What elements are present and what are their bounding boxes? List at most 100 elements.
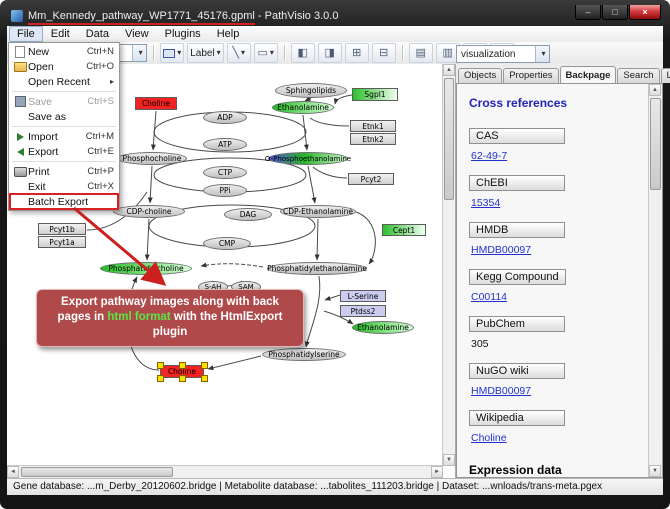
horizontal-scroll-thumb[interactable] (21, 467, 173, 477)
crossref-header: Kegg Compound (469, 269, 566, 285)
align-left-button[interactable]: ⊞ (344, 43, 369, 63)
scroll-down-icon[interactable]: ▼ (443, 454, 455, 466)
pathway-node-phosphocholine[interactable]: Phosphocholine (117, 152, 187, 165)
align-right-icon: ⊟ (379, 46, 389, 59)
pathway-node-o-phosphoethanolamine[interactable]: O-Phosphoethanolamine (265, 152, 351, 165)
selection-handle[interactable] (201, 362, 208, 369)
pathway-node-pcyt1a[interactable]: Pcyt1a (38, 236, 86, 248)
pathway-node-cmp[interactable]: CMP (203, 237, 251, 250)
pathway-node-phosphatidylserine[interactable]: Phosphatidylserine (262, 348, 346, 361)
crossref-link[interactable]: 62-49-7 (471, 150, 508, 162)
crossref-header: CAS (469, 128, 565, 144)
scroll-up-icon[interactable]: ▲ (649, 84, 661, 96)
tab-objects[interactable]: Objects (458, 68, 503, 83)
scroll-right-icon[interactable]: ► (431, 466, 443, 478)
selection-handle[interactable] (201, 375, 208, 382)
pathway-node-cept1[interactable]: Cept1 (382, 224, 426, 236)
pathway-node-pcyt2[interactable]: Pcyt2 (348, 173, 394, 185)
menu-data[interactable]: Data (85, 28, 109, 40)
distribute-horizontal-button[interactable]: ▤ (408, 43, 433, 63)
tab-search[interactable]: Search (617, 68, 660, 83)
pathway-node-l-serine[interactable]: L-Serine (340, 290, 386, 302)
align-vertical-center-button[interactable]: ◨ (317, 43, 342, 63)
title-bar[interactable]: Mm_Kennedy_pathway_WP1771_45176.gpml - P… (7, 5, 663, 26)
scroll-up-icon[interactable]: ▲ (443, 64, 455, 76)
canvas-horizontal-scrollbar[interactable]: ◄ ► (7, 465, 443, 478)
menu-item-export[interactable]: Export Ctrl+E (10, 144, 118, 159)
pathway-node-ppi[interactable]: PPi (203, 184, 247, 197)
visualization-value: visualization (461, 48, 516, 60)
pathway-node-ethanolamine[interactable]: Ethanolamine (272, 101, 334, 114)
menu-item-batch-export[interactable]: Batch Export (9, 193, 119, 210)
align-right-button[interactable]: ⊟ (371, 43, 396, 63)
crossref-link[interactable]: 15354 (471, 197, 501, 209)
pathway-node-sphingolipids[interactable]: Sphingolipids (275, 83, 347, 98)
menu-file[interactable]: File (9, 26, 43, 42)
align-horizontal-center-button[interactable]: ◧ (290, 43, 315, 63)
menu-item-import[interactable]: Import Ctrl+M (10, 129, 118, 144)
menu-plugins[interactable]: Plugins (164, 28, 201, 40)
pathway-node-ethanolamine-2[interactable]: Ethanolamine (352, 321, 414, 334)
crossref-link[interactable]: C00114 (471, 291, 508, 303)
selection-handle[interactable] (179, 362, 186, 369)
toolbar-separator (283, 45, 285, 61)
visualization-combobox[interactable]: visualization ▾ (456, 45, 550, 63)
export-icon (16, 147, 24, 156)
tab-legend[interactable]: Legend (660, 68, 670, 83)
crossref-link[interactable]: HMDB00097 (471, 385, 532, 397)
menu-item-open[interactable]: Open Ctrl+O (10, 59, 118, 74)
selection-handle[interactable] (157, 375, 164, 382)
line-tool-button[interactable]: ╲▾ (226, 43, 251, 63)
close-button[interactable]: × (629, 5, 661, 20)
pathway-node-etnk1[interactable]: Etnk1 (350, 120, 396, 132)
shape-tool-button[interactable]: ▭▾ (253, 43, 278, 63)
menu-item-save-as[interactable]: Save as (28, 110, 66, 123)
menu-item-exit[interactable]: Exit Ctrl+X (28, 180, 114, 193)
menu-view[interactable]: View (124, 28, 149, 40)
menu-item-open-recent[interactable]: Open Recent ▸ (28, 75, 114, 88)
status-bar: Gene database: ...m_Derby_20120602.bridg… (7, 478, 663, 495)
maximize-button[interactable]: □ (602, 5, 628, 20)
zoom-dropdown-button[interactable]: ▾ (132, 45, 147, 61)
menu-item-print[interactable]: Print Ctrl+P (10, 164, 118, 179)
crossref-section-nugo: NuGO wiki HMDB00097 (469, 361, 644, 408)
selection-handle[interactable] (157, 362, 164, 369)
pathway-node-phosphatidylcholine[interactable]: Phosphatidylcholine (100, 262, 192, 275)
pathway-node-sgpl1[interactable]: Sgpl1 (352, 88, 398, 101)
pathway-node-choline-top[interactable]: Choline (135, 97, 177, 110)
panel-scroll-thumb[interactable] (650, 98, 661, 190)
pathway-node-dag[interactable]: DAG (224, 208, 272, 221)
minimize-button[interactable]: – (575, 5, 601, 20)
pathway-node-pcyt1b[interactable]: Pcyt1b (38, 223, 86, 235)
pathway-node-cdp-ethanolamine[interactable]: CDP-Ethanolamine (280, 205, 356, 218)
scroll-down-icon[interactable]: ▼ (649, 465, 661, 477)
pathway-node-atp[interactable]: ATP (203, 138, 247, 151)
vertical-scroll-thumb[interactable] (444, 78, 454, 200)
crossref-section-wikipedia: Wikipedia Choline (469, 408, 644, 455)
crossref-link[interactable]: Choline (471, 432, 507, 444)
crossref-header: ChEBI (469, 175, 565, 191)
selection-handle[interactable] (179, 375, 186, 382)
pathway-node-phosphatidylethanolamine[interactable]: Phosphatidylethanolamine (267, 262, 367, 275)
menu-help[interactable]: Help (216, 28, 240, 40)
scroll-left-icon[interactable]: ◄ (7, 466, 19, 478)
tab-properties[interactable]: Properties (503, 68, 559, 83)
minimize-icon: – (585, 7, 591, 17)
panel-scrollbar[interactable]: ▲ ▼ (648, 84, 662, 477)
canvas-vertical-scrollbar[interactable]: ▲ ▼ (442, 64, 455, 466)
gene-datanode-button[interactable]: ▾ (160, 43, 185, 63)
menu-item-new[interactable]: New Ctrl+N (10, 44, 118, 59)
menu-edit[interactable]: Edit (50, 28, 70, 40)
menu-item-save[interactable]: Save Ctrl+S (10, 94, 118, 109)
pathway-node-etnk2[interactable]: Etnk2 (350, 133, 396, 145)
menu-separator (12, 126, 116, 127)
pathway-node-adp[interactable]: ADP (203, 111, 247, 124)
tab-backpage[interactable]: Backpage (559, 66, 617, 83)
pathway-node-cdp-choline[interactable]: CDP-choline (113, 205, 185, 218)
crossref-link[interactable]: HMDB00097 (471, 244, 532, 256)
visualization-dropdown-button[interactable]: ▾ (535, 46, 549, 62)
pathway-node-ctp[interactable]: CTP (203, 166, 247, 179)
print-icon (13, 166, 27, 177)
pathway-node-ptdss2[interactable]: Ptdss2 (340, 305, 386, 317)
label-tool-button[interactable]: Label▾ (187, 43, 224, 63)
